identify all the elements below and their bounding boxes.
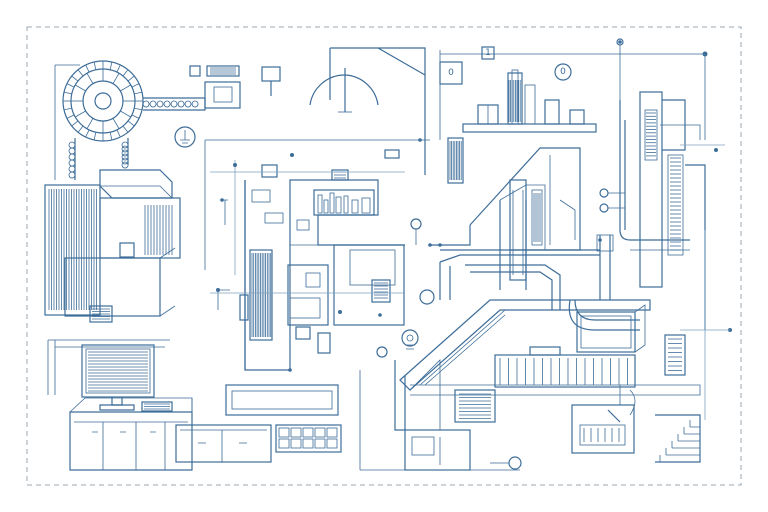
bookshelf xyxy=(313,189,375,216)
grid-cabinet xyxy=(275,424,342,453)
building-section xyxy=(204,139,430,371)
control-monitor-right xyxy=(576,304,646,353)
gear-wheel xyxy=(62,60,144,142)
city-skyline-shelf xyxy=(462,69,597,133)
tag-label-2: 0 xyxy=(448,68,454,78)
vent-panel-right xyxy=(447,137,464,184)
office-desk xyxy=(69,397,193,471)
marker-circle-1 xyxy=(376,346,388,358)
marker-circle-3 xyxy=(419,289,435,305)
marker-circle-4 xyxy=(599,188,609,198)
industrial-pipe-machine xyxy=(394,147,651,431)
folded-sheet xyxy=(329,47,426,175)
marker-circle-5 xyxy=(599,203,609,213)
small-square xyxy=(189,65,201,77)
side-vent-right xyxy=(664,334,686,376)
machine-block xyxy=(99,169,181,259)
compass-arcs xyxy=(309,68,379,113)
lamp-icon xyxy=(401,329,419,347)
tag-label-3: 0 xyxy=(560,67,566,77)
long-planter xyxy=(225,384,339,416)
tag-circle-3 xyxy=(554,63,572,81)
keyboard xyxy=(141,401,173,412)
vent-panel-small xyxy=(206,65,240,77)
tall-cabinet xyxy=(44,184,101,316)
marker-circle-6 xyxy=(508,456,522,470)
vent-box-lower xyxy=(454,389,496,423)
computer-monitor xyxy=(81,344,155,411)
tag-label-1: 1 xyxy=(485,48,491,58)
sideboard-cabinet xyxy=(175,424,272,463)
control-box xyxy=(204,81,241,109)
staircase xyxy=(655,414,701,463)
cabinet-lower-right xyxy=(404,429,471,471)
tag-box-2 xyxy=(439,61,463,85)
large-display-panel xyxy=(64,247,176,323)
pipe-left-loop xyxy=(47,339,170,395)
ground-symbol xyxy=(174,126,196,148)
marker-circle-2 xyxy=(410,218,422,230)
dashed-frame xyxy=(26,26,742,486)
tall-tower xyxy=(619,91,732,420)
tag-box-1 xyxy=(481,46,495,60)
bracket-top-left xyxy=(54,64,80,180)
small-machine-lower xyxy=(571,404,635,454)
railing-counter xyxy=(494,346,636,388)
conveyor-chain xyxy=(68,97,206,180)
flag-box xyxy=(261,66,281,82)
